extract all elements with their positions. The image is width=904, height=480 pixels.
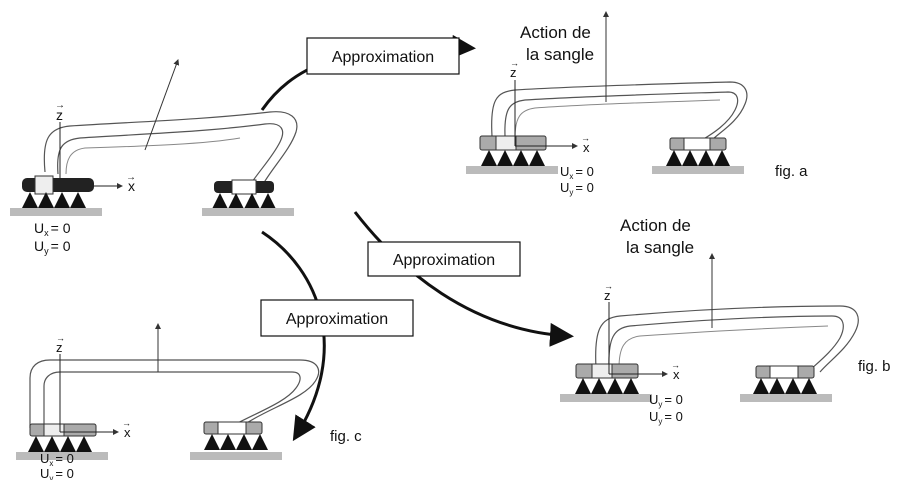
fig-a-ux-label: Ux= 0 xyxy=(560,164,594,181)
svg-text:→: → xyxy=(671,360,680,370)
right-support-icon xyxy=(212,193,276,209)
fig-b-left-support-icon xyxy=(575,378,639,394)
approximation-box-b: Approximation xyxy=(367,241,521,277)
fig-a-left-support-icon xyxy=(481,150,545,166)
fig-c-uy-label: Uy= 0 xyxy=(40,466,74,480)
approximation-arrow-b xyxy=(353,211,574,347)
fig-c-left-ground xyxy=(16,452,108,460)
fig-c-ux-label: Ux= 0 xyxy=(40,451,74,468)
svg-text:→: → xyxy=(604,281,613,291)
svg-text:x: x xyxy=(583,140,590,155)
fig-b-caption: fig. b xyxy=(858,358,891,375)
svg-text:→: → xyxy=(126,172,136,183)
fig-a-action-line1: Action de xyxy=(520,23,591,42)
fig-b-action-line2: la sangle xyxy=(626,238,694,257)
strap-force-arrow xyxy=(144,59,180,151)
fig-a-right-support-icon xyxy=(666,150,730,166)
x-axis-label: x xyxy=(128,178,135,194)
fig-a-uy-label: Uy= 0 xyxy=(560,180,594,197)
fig-c-caption: fig. c xyxy=(330,428,362,445)
svg-text:x: x xyxy=(673,367,680,382)
fig-b-right-support-icon xyxy=(753,378,817,394)
original-structure: z → x → Ux= 0 Uy= 0 xyxy=(10,59,298,256)
svg-text:→: → xyxy=(56,333,65,343)
svg-text:z: z xyxy=(56,340,63,355)
approximation-label-b: Approximation xyxy=(393,252,495,269)
fig-b-ux-label: Uy= 0 xyxy=(649,392,683,409)
fig-c-right-support-icon xyxy=(204,434,268,450)
uy-label: Uy= 0 xyxy=(34,238,71,256)
fig-a-action-line2: la sangle xyxy=(526,45,594,64)
left-clamp xyxy=(22,178,94,192)
approximation-label-a: Approximation xyxy=(332,49,434,66)
svg-text:→: → xyxy=(122,418,131,428)
fig-c-left-support-icon xyxy=(28,436,92,452)
svg-text:z: z xyxy=(510,65,517,80)
approximation-box-c: Approximation xyxy=(260,299,414,337)
approximation-label-c: Approximation xyxy=(286,311,388,328)
svg-text:x: x xyxy=(124,425,131,440)
left-support-icon xyxy=(22,192,86,208)
fig-b-uy-label: Uy= 0 xyxy=(649,409,683,426)
fig-b-left-ground xyxy=(560,394,652,402)
svg-text:z: z xyxy=(604,288,611,303)
fig-b-structure: z → x → Uy= 0 Uy= 0 Action de la sangle … xyxy=(560,216,891,426)
ux-label: Ux= 0 xyxy=(34,220,71,238)
svg-text:→: → xyxy=(510,58,519,68)
z-axis-label: z xyxy=(56,107,63,123)
fig-a-right-ground xyxy=(652,166,744,174)
approximation-box-a: Approximation xyxy=(306,37,460,75)
fig-b-action-line1: Action de xyxy=(620,216,691,235)
fig-a-structure: z → x → Ux= 0 Uy= 0 Action de la sangle … xyxy=(466,11,808,197)
right-ground xyxy=(202,208,294,216)
fig-c-structure: z → x → Ux= 0 Uy= 0 fig. c xyxy=(16,323,362,480)
svg-text:→: → xyxy=(581,133,590,143)
fig-c-right-ground xyxy=(190,452,282,460)
left-ground xyxy=(10,208,102,216)
fig-a-left-ground xyxy=(466,166,558,174)
fig-b-right-ground xyxy=(740,394,832,402)
fig-a-caption: fig. a xyxy=(775,163,808,180)
svg-text:→: → xyxy=(55,100,65,111)
